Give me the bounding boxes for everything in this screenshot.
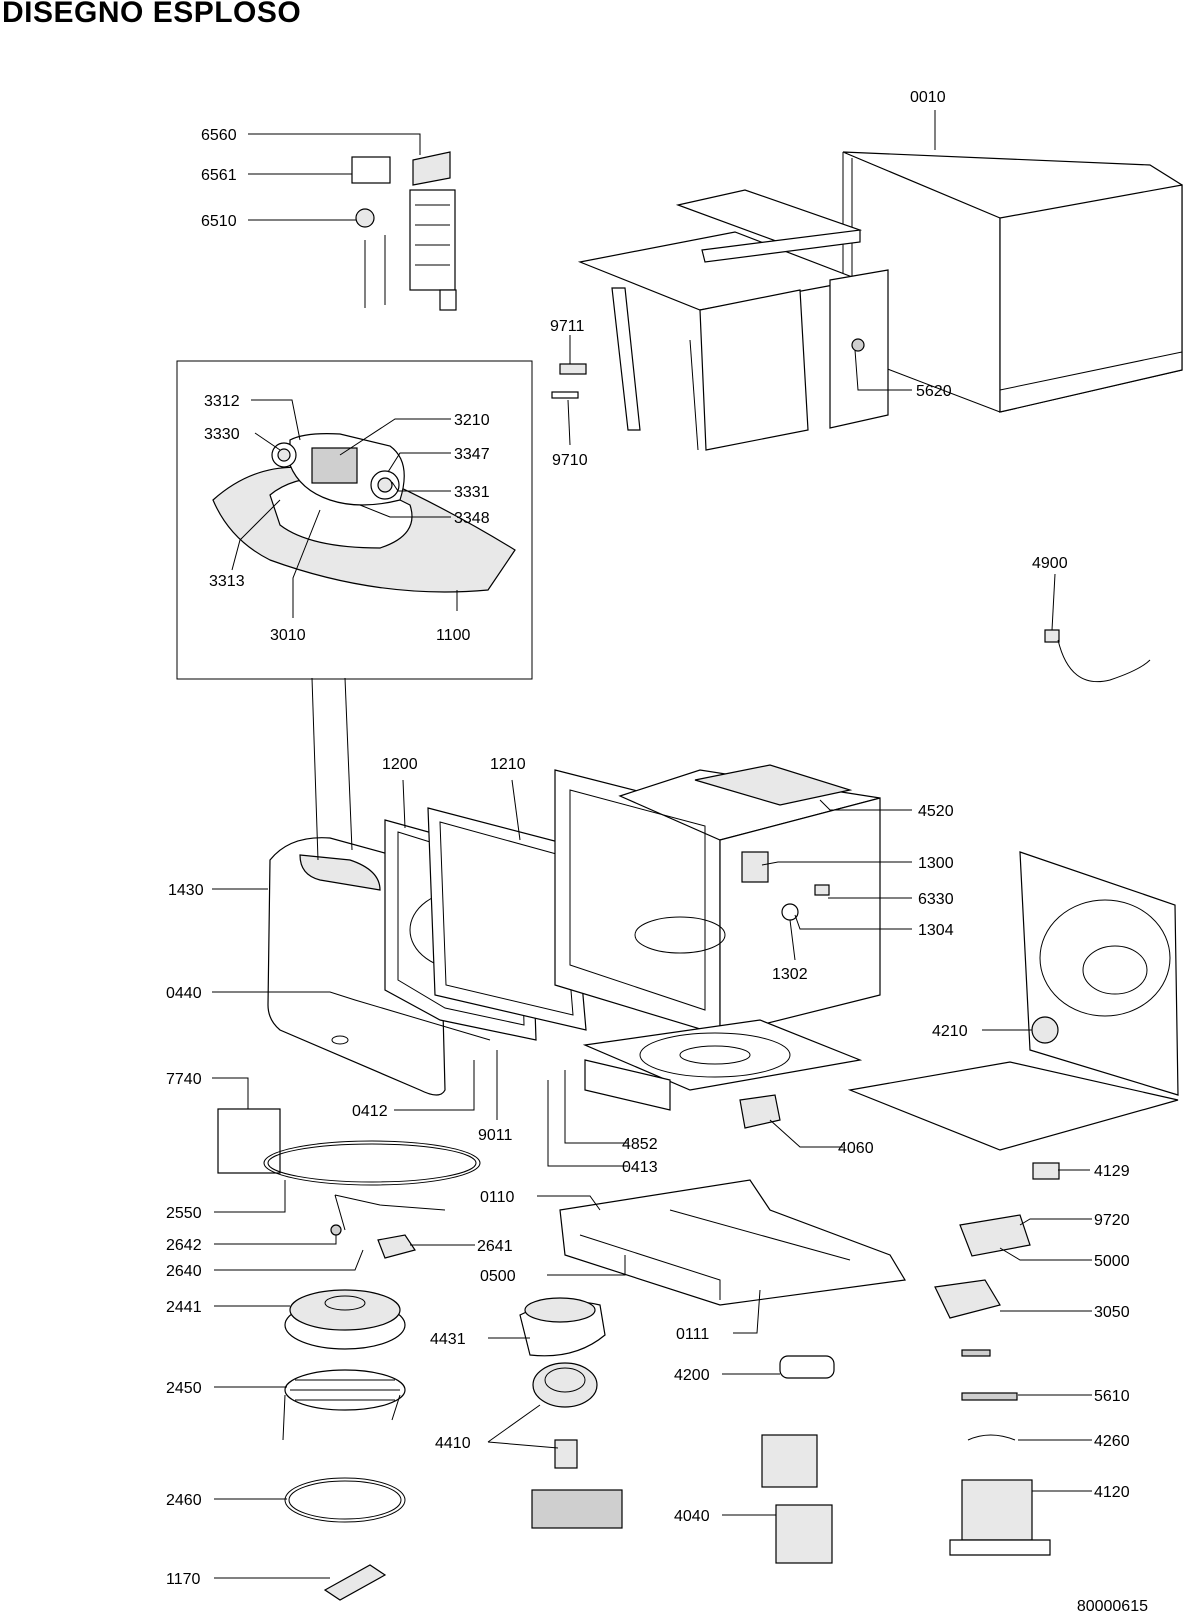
module-6560-drawing <box>351 151 457 311</box>
label-6561: 6561 <box>201 167 237 184</box>
fan-cover-4431-drawing <box>519 1297 606 1357</box>
label-3331: 3331 <box>454 484 490 501</box>
label-1300: 1300 <box>918 855 954 872</box>
label-1170: 1170 <box>166 1571 201 1588</box>
ring-2460-drawing <box>284 1477 406 1523</box>
label-9720: 9720 <box>1094 1212 1130 1229</box>
part-4129-drawing <box>1032 1162 1060 1180</box>
label-1100: 1100 <box>436 627 471 644</box>
part-3050-drawing <box>934 1279 1001 1319</box>
label-3330: 3330 <box>204 426 240 443</box>
leader-lines <box>212 110 1092 1579</box>
label-4431: 4431 <box>430 1331 466 1348</box>
label-5610: 5610 <box>1094 1388 1130 1405</box>
label-2460: 2460 <box>166 1492 202 1509</box>
label-4852: 4852 <box>622 1136 658 1153</box>
label-1304: 1304 <box>918 922 954 939</box>
label-5620: 5620 <box>916 383 952 400</box>
drawer-0110-drawing <box>559 1179 906 1306</box>
switch-9711-drawing <box>551 363 587 399</box>
label-3312: 3312 <box>204 393 240 410</box>
page-title: DISEGNO ESPLOSO <box>2 0 302 29</box>
transformer-4120-drawing <box>949 1479 1051 1556</box>
label-3210: 3210 <box>454 412 490 429</box>
part-1170-drawing <box>323 1564 387 1601</box>
label-4040: 4040 <box>674 1508 710 1525</box>
label-0412: 0412 <box>352 1103 388 1120</box>
top-bracket-drawing <box>577 189 889 451</box>
label-0500: 0500 <box>480 1268 516 1285</box>
label-2640: 2640 <box>166 1263 202 1280</box>
label-4900: 4900 <box>1032 555 1068 572</box>
label-6560: 6560 <box>201 127 237 144</box>
label-3347: 3347 <box>454 446 490 463</box>
label-0110: 0110 <box>480 1189 515 1206</box>
label-1210: 1210 <box>490 756 526 773</box>
label-4060: 4060 <box>838 1140 874 1157</box>
label-4129: 4129 <box>1094 1163 1130 1180</box>
label-9710: 9710 <box>552 452 588 469</box>
label-6330: 6330 <box>918 891 954 908</box>
label-1430: 1430 <box>168 882 204 899</box>
label-4260: 4260 <box>1094 1433 1130 1450</box>
label-7740: 7740 <box>166 1071 202 1088</box>
cable-4900-drawing <box>1044 629 1151 683</box>
outer-casing-drawing <box>842 151 1183 413</box>
grill-rack-2450-drawing <box>282 1369 406 1441</box>
part-labels: 0010 6560 6561 6510 9711 5620 3312 3330 … <box>166 89 1130 1588</box>
label-0440: 0440 <box>166 985 202 1002</box>
door-frame-1210-drawing <box>427 807 587 1031</box>
label-9711: 9711 <box>550 318 585 335</box>
label-0010: 0010 <box>910 89 946 106</box>
fan-4410-drawing <box>531 1362 623 1529</box>
label-4200: 4200 <box>674 1367 710 1384</box>
board-9720-drawing <box>959 1214 1031 1257</box>
label-2450: 2450 <box>166 1380 202 1397</box>
label-2441: 2441 <box>166 1299 202 1316</box>
motor-4060-drawing <box>739 1094 781 1129</box>
part-2441-drawing <box>284 1289 406 1350</box>
label-9011: 9011 <box>478 1127 513 1144</box>
label-1302: 1302 <box>772 966 808 983</box>
motor-4040-drawing <box>761 1434 833 1564</box>
label-3313: 3313 <box>209 573 245 590</box>
control-panel-drawing <box>212 433 516 593</box>
label-1200: 1200 <box>382 756 418 773</box>
back-panel-drawing <box>847 851 1179 1151</box>
label-2641: 2641 <box>477 1238 513 1255</box>
label-4210: 4210 <box>932 1023 968 1040</box>
label-5000: 5000 <box>1094 1253 1130 1270</box>
label-2550: 2550 <box>166 1205 202 1222</box>
capacitor-4200-drawing <box>779 1355 835 1379</box>
label-4120: 4120 <box>1094 1484 1130 1501</box>
turntable-parts-drawing <box>217 1108 481 1259</box>
oven-cavity-drawing <box>554 764 881 1036</box>
document-code: 80000615 <box>1076 1598 1148 1615</box>
label-3348: 3348 <box>454 510 490 527</box>
part-4260-drawing <box>967 1434 1016 1441</box>
label-0111: 0111 <box>676 1326 709 1343</box>
oven-base-plate-drawing <box>582 1019 863 1111</box>
label-3050: 3050 <box>1094 1304 1130 1321</box>
label-0413: 0413 <box>622 1159 658 1176</box>
label-4410: 4410 <box>435 1435 471 1452</box>
label-2642: 2642 <box>166 1237 202 1254</box>
control-panel-detail-box <box>176 360 533 680</box>
part-5610-drawing <box>961 1392 1018 1401</box>
label-3010: 3010 <box>270 627 306 644</box>
label-4520: 4520 <box>918 803 954 820</box>
label-6510: 6510 <box>201 213 237 230</box>
